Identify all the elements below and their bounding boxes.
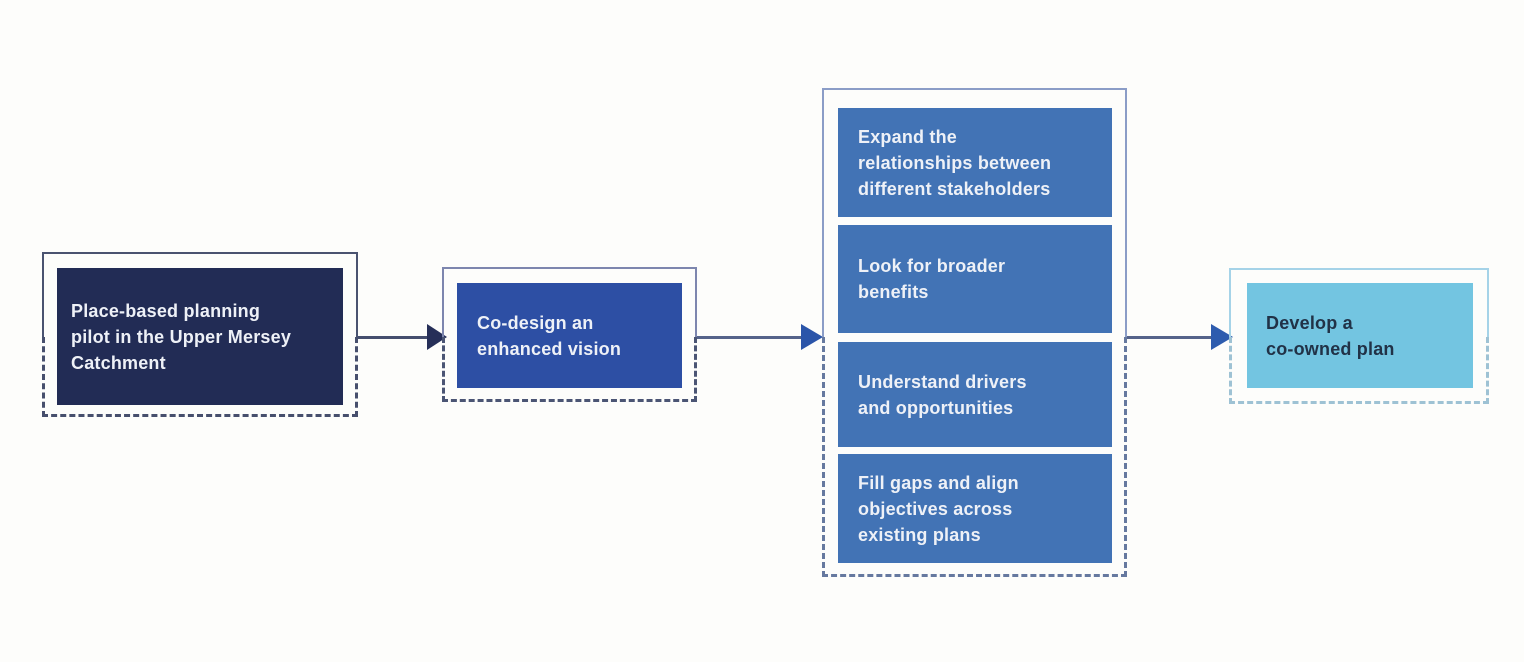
arrowhead-icon (1211, 324, 1233, 350)
stage3-item-fill-gaps: Fill gaps and align objectives across ex… (838, 454, 1112, 563)
flow-arrow-2-line (697, 336, 801, 339)
stage4-outline-solid (1229, 268, 1489, 337)
stage3-item-expand-relationships: Expand the relationships between differe… (838, 108, 1112, 217)
stage3-outline-dashed (822, 337, 1127, 577)
flow-arrow-1-line (358, 336, 428, 339)
stage3-outline-solid (822, 88, 1127, 337)
stage1-box: Place-based planning pilot in the Upper … (57, 268, 343, 405)
stage1-outline-dashed (42, 337, 358, 417)
stage4-outline-dashed (1229, 337, 1489, 404)
flow-arrow-3-line (1127, 336, 1211, 339)
stage-place-based-pilot: Place-based planning pilot in the Upper … (42, 252, 358, 417)
stage-co-owned-plan: Develop a co-owned plan (1229, 268, 1489, 404)
stage1-outline-solid (42, 252, 358, 337)
arrowhead-icon (801, 324, 823, 350)
stage2-outline-solid (442, 267, 697, 337)
stage-co-design-vision: Co-design an enhanced vision (442, 267, 697, 402)
stage3-item-drivers-opportunities: Understand drivers and opportunities (838, 342, 1112, 447)
stage4-box: Develop a co-owned plan (1247, 283, 1473, 388)
stage2-outline-dashed (442, 337, 697, 402)
stage3-item-broader-benefits: Look for broader benefits (838, 225, 1112, 333)
stage-activities-group: Expand the relationships between differe… (822, 88, 1127, 577)
stage2-box: Co-design an enhanced vision (457, 283, 682, 388)
